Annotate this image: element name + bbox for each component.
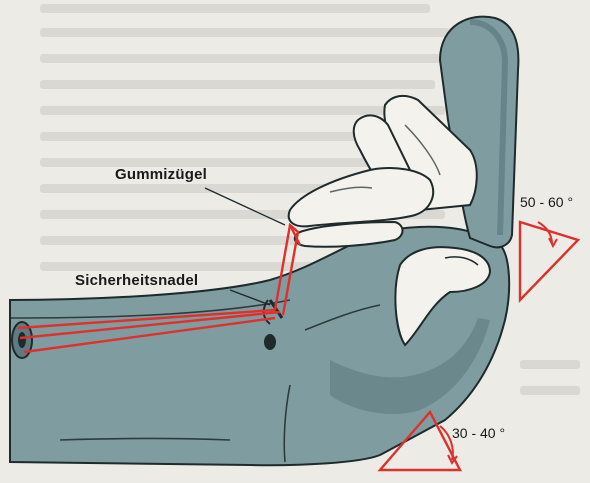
angle-label-wrist: 30 - 40 ° [452,425,505,441]
angle-marker-fingers [520,222,578,300]
angle-label-fingers: 50 - 60 ° [520,194,573,210]
safety-pin-label: Sicherheitsnadel [75,272,198,289]
rubber-band-label: Gummizügel [115,166,207,183]
